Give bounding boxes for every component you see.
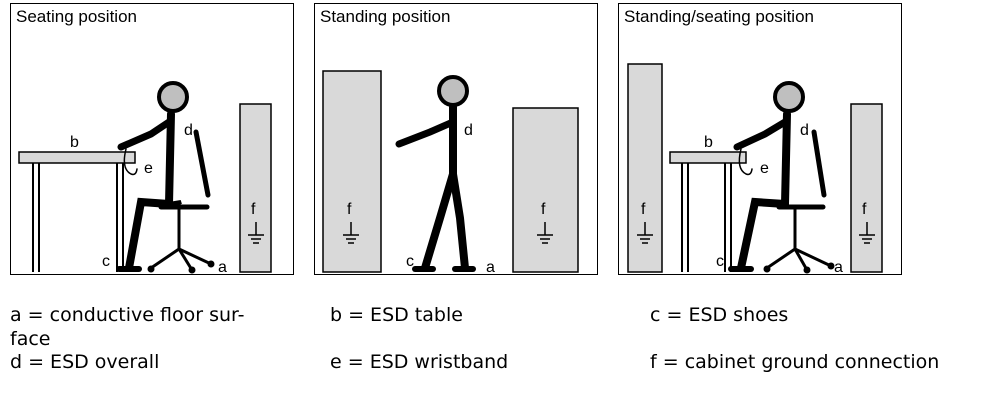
panel-seating: Seating position — [10, 3, 294, 276]
legend-d: d = ESD overall — [10, 351, 160, 373]
standing-seating-illustration: b d e f f c a — [627, 63, 883, 276]
marker-f: f — [347, 201, 352, 218]
marker-b: b — [70, 134, 79, 151]
panel-title: Standing position — [320, 7, 451, 26]
legend-c: c = ESD shoes — [650, 304, 789, 326]
marker-d: d — [800, 122, 809, 139]
legend-f: f = cabinet ground connection — [650, 351, 940, 373]
marker-f: f — [251, 201, 256, 218]
marker-a: a — [486, 259, 495, 276]
marker-c: c — [102, 253, 110, 270]
ground-symbol — [248, 222, 264, 244]
esd-table — [669, 151, 747, 164]
marker-e: e — [760, 160, 769, 177]
marker-a: a — [834, 259, 843, 276]
head — [773, 81, 805, 113]
cabinet — [322, 70, 382, 273]
marker-f: f — [862, 201, 867, 218]
legend-e: e = ESD wristband — [330, 351, 509, 373]
marker-f: f — [541, 201, 546, 218]
standing-illustration: d f f c a — [322, 70, 579, 276]
standing-person — [395, 103, 476, 272]
seated-person — [116, 110, 182, 272]
marker-d: d — [184, 122, 193, 139]
marker-d: d — [464, 122, 473, 139]
seated-person — [728, 110, 791, 272]
legend-b: b = ESD table — [330, 304, 463, 326]
marker-f: f — [641, 201, 646, 218]
panel-title: Standing/seating position — [624, 7, 814, 26]
legend-a: a = conductive floor sur- face — [10, 304, 245, 350]
marker-c: c — [716, 253, 724, 270]
head — [437, 75, 469, 107]
marker-b: b — [704, 134, 713, 151]
cabinet — [512, 107, 579, 273]
marker-c: c — [406, 253, 414, 270]
ground-symbol — [343, 222, 359, 244]
cabinet — [627, 63, 663, 273]
cabinet — [239, 103, 272, 273]
ground-symbol — [537, 222, 553, 244]
esd-table — [18, 151, 136, 164]
ground-symbol — [859, 222, 875, 244]
panel-standing: Standing position d f f c a — [314, 3, 598, 276]
cabinet — [850, 103, 883, 273]
seating-illustration: b d e f c a — [18, 81, 272, 276]
panel-title: Seating position — [16, 7, 137, 26]
ground-symbol — [637, 222, 653, 244]
marker-a: a — [218, 259, 227, 276]
panel-standing-seating: Standing/seating position — [618, 3, 902, 276]
marker-e: e — [144, 160, 153, 177]
chair — [147, 129, 215, 274]
head — [157, 81, 189, 113]
